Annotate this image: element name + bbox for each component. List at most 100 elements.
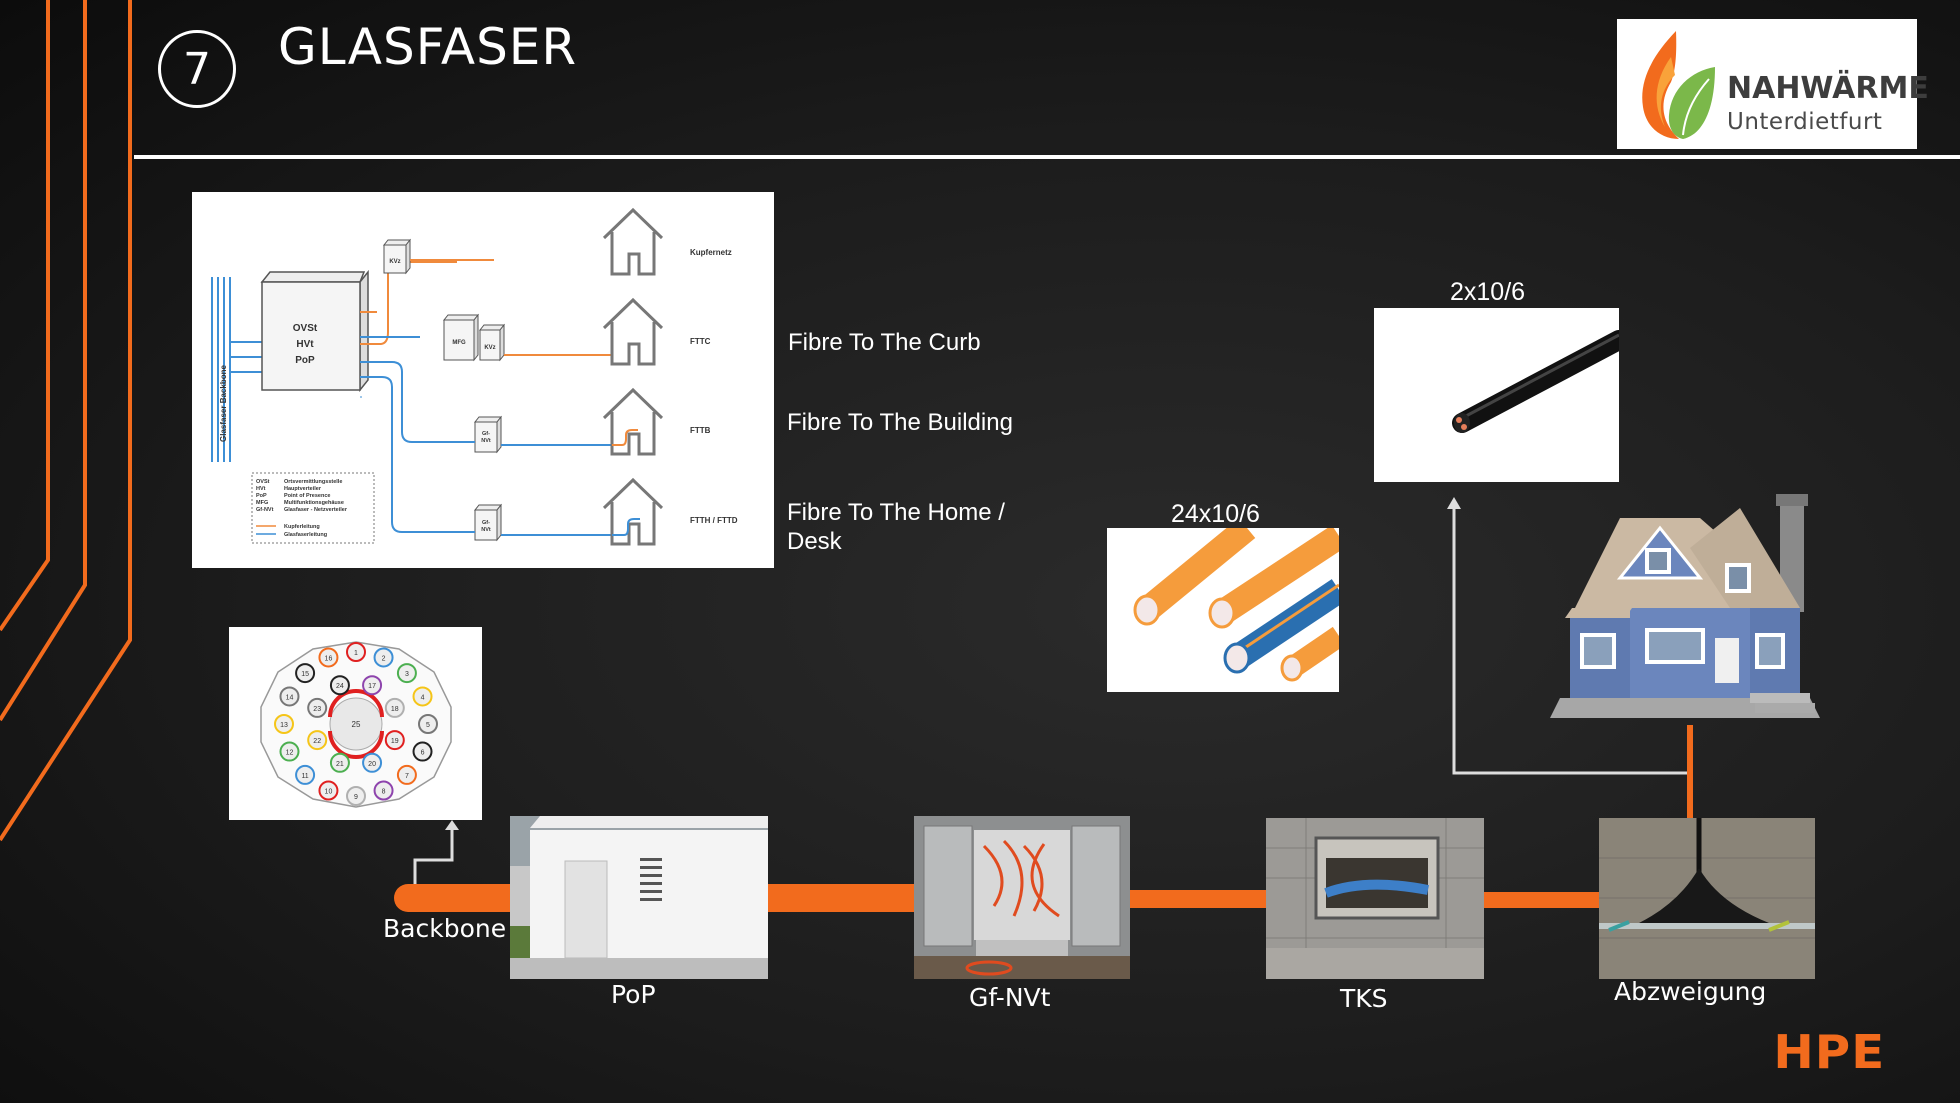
cable-photo-2x10 bbox=[1374, 308, 1629, 482]
backbone-arrow bbox=[413, 820, 459, 888]
fiber-tube-number: 23 bbox=[313, 706, 321, 713]
house-icon-2 bbox=[602, 297, 664, 366]
step-number-badge: 7 bbox=[158, 30, 236, 108]
fiber-tube-center-number: 25 bbox=[352, 720, 361, 729]
row-label-kupfernetz: Kupfernetz bbox=[690, 248, 732, 257]
kvz-box-2 bbox=[478, 323, 506, 362]
cable-segment-2 bbox=[1128, 890, 1268, 908]
cable-label-small: 2x10/6 bbox=[1450, 278, 1526, 306]
label-fibre-to-the-curb: Fibre To The Curb bbox=[788, 329, 981, 356]
fiber-tube bbox=[318, 780, 339, 801]
fiber-tube-number: 7 bbox=[405, 773, 409, 780]
kvz-box-1 bbox=[382, 238, 412, 275]
house-icon-1 bbox=[602, 207, 664, 276]
mfg-box-label: MFG bbox=[452, 340, 466, 346]
fiber-tube bbox=[279, 686, 300, 707]
house-illustration bbox=[1550, 494, 1820, 718]
fiber-tube-number: 14 bbox=[286, 694, 294, 701]
fiber-tube bbox=[329, 752, 350, 773]
header-divider bbox=[134, 155, 1960, 159]
house-icon-3 bbox=[602, 387, 664, 456]
fiber-tube-number: 3 bbox=[405, 671, 409, 678]
fiber-tube bbox=[329, 675, 350, 696]
legend-desc-5: Glasfaser - Netzverteiler bbox=[284, 507, 348, 513]
central-box-label-3: PoP bbox=[295, 355, 315, 366]
legend-abbr-4: MFG bbox=[256, 500, 268, 506]
fiber-tube bbox=[279, 741, 300, 762]
abzweigung-photo bbox=[1599, 818, 1815, 979]
fiber-tube-number: 9 bbox=[354, 794, 358, 801]
fiber-tube bbox=[346, 786, 366, 806]
fiber-tube bbox=[346, 642, 366, 662]
decorative-orange-lines bbox=[0, 0, 132, 842]
fiber-tube-number: 20 bbox=[368, 761, 376, 768]
nahwaerme-logo: NAHWÄRME Unterdietfurt bbox=[1617, 19, 1929, 149]
fiber-tube bbox=[396, 663, 417, 684]
fiber-tube-number: 16 bbox=[325, 655, 333, 662]
label-fibre-to-the-home: Fibre To The Home / Desk bbox=[787, 499, 1005, 555]
label-fibre-to-the-building: Fibre To The Building bbox=[787, 409, 1013, 436]
fiber-tube bbox=[274, 714, 294, 734]
central-box-label-2: HVt bbox=[296, 339, 314, 350]
fiber-tube-number: 15 bbox=[301, 671, 309, 678]
fiber-tube-number: 10 bbox=[325, 789, 333, 796]
fiber-tube bbox=[373, 780, 394, 801]
tks-shaft-photo bbox=[1266, 818, 1484, 979]
row-label-ftth: FTTH / FTTD bbox=[690, 516, 738, 525]
step-number: 7 bbox=[183, 43, 211, 95]
hpe-brand-logo: HPE bbox=[1773, 1025, 1886, 1079]
kvz-box-1-label: KVz bbox=[389, 259, 400, 265]
fiber-tube bbox=[362, 675, 383, 696]
fiber-tube-number: 18 bbox=[391, 706, 399, 713]
gfnvt-box-2 bbox=[473, 503, 503, 542]
gfnvt-cabinet-photo bbox=[914, 816, 1130, 979]
backbone-cable bbox=[394, 884, 510, 912]
chain-label-pop: PoP bbox=[611, 980, 656, 1009]
legend-copper-line: Kupferleitung bbox=[284, 524, 320, 530]
network-diagram-panel: Glasfaser Backbone OVSt HVt PoP KVz bbox=[192, 192, 774, 568]
chain-label-abzweigung: Abzweigung bbox=[1614, 977, 1767, 1006]
legend-abbr-2: HVt bbox=[256, 486, 266, 492]
flame-leaf-icon bbox=[1642, 31, 1715, 139]
legend-fiber-line: Glasfaserleitung bbox=[284, 532, 327, 538]
fiber-tube-number: 17 bbox=[368, 683, 376, 690]
pop-building-photo bbox=[510, 816, 768, 979]
gfnvt-box-1-label: Gf-NVt bbox=[481, 431, 491, 444]
kvz-box-2-label: KVz bbox=[484, 345, 495, 351]
legend-desc-2: Hauptverteiler bbox=[284, 486, 322, 492]
legend-desc-3: Point of Presence bbox=[284, 493, 330, 499]
fiber-tube-number: 5 bbox=[426, 722, 430, 729]
fiber-tube-number: 12 bbox=[286, 750, 294, 757]
fiber-tube bbox=[384, 697, 405, 718]
fiber-tube bbox=[412, 741, 433, 762]
fiber-tube bbox=[307, 730, 328, 751]
fiber-tube-number: 13 bbox=[280, 722, 288, 729]
fiber-tube bbox=[362, 752, 383, 773]
fiber-tube-number: 8 bbox=[382, 789, 386, 796]
fiber-tube-number: 1 bbox=[354, 650, 358, 657]
legend-desc-1: Ortsvermittlungsstelle bbox=[284, 479, 342, 485]
fiber-tube bbox=[412, 686, 433, 707]
row-label-fttb: FTTB bbox=[690, 426, 711, 435]
logo-title: NAHWÄRME bbox=[1727, 71, 1929, 106]
cable-label-large: 24x10/6 bbox=[1171, 500, 1260, 528]
fiber-tube bbox=[396, 764, 417, 785]
fiber-tube-number: 24 bbox=[336, 683, 344, 690]
legend-abbr-1: OVSt bbox=[256, 479, 270, 485]
network-diagram: Glasfaser Backbone OVSt HVt PoP KVz bbox=[211, 207, 738, 546]
orange-blue-cables-image bbox=[1133, 517, 1347, 682]
legend-desc-4: Multifunktionsgehäuse bbox=[284, 500, 344, 506]
fiber-tube bbox=[295, 764, 316, 785]
ovst-box bbox=[260, 269, 369, 393]
fiber-tube-number: 2 bbox=[382, 655, 386, 662]
central-box-label-1: OVSt bbox=[293, 323, 318, 334]
gfnvt-box-2-label: Gf-NVt bbox=[481, 520, 491, 533]
row-label-fttc: FTTC bbox=[690, 337, 711, 346]
backbone-side-label: Glasfaser Backbone bbox=[219, 365, 228, 442]
fiber-tube-number: 21 bbox=[336, 761, 344, 768]
mfg-box bbox=[442, 313, 480, 362]
legend-abbr-3: PoP bbox=[256, 493, 267, 499]
fiber-tube bbox=[373, 647, 394, 668]
house-drop-line bbox=[1687, 725, 1693, 823]
